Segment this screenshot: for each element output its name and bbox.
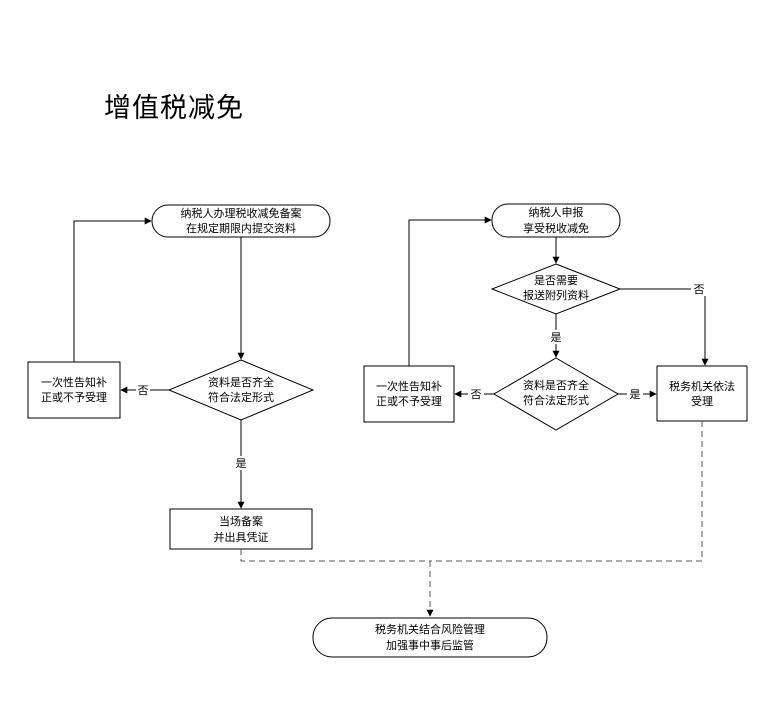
- right-attach-yes-label: 是: [551, 331, 562, 344]
- left-no-label: 否: [138, 384, 149, 397]
- right-attach-decision-node: 是否需要 报送附列资料: [490, 263, 622, 315]
- left-edge-reject-to-start: [73, 217, 152, 362]
- left-decision-text-2: 符合法定形式: [208, 390, 274, 404]
- left-reject-node: 一次性告知补 正或不予受理: [27, 361, 121, 419]
- right-decision-node: 资料是否齐全 符合法定形式: [493, 357, 619, 431]
- end-text-1: 税务机关结合风险管理: [375, 622, 485, 636]
- left-yes-label: 是: [236, 457, 247, 470]
- left-reject-text-2: 正或不予受理: [41, 391, 107, 404]
- right-attach-text-2: 报送附列资料: [523, 288, 589, 302]
- right-no-label: 否: [471, 388, 482, 401]
- page-title: 增值税减免: [104, 93, 244, 124]
- right-reject-text-1: 一次性告知补: [376, 379, 442, 393]
- left-start-text-1: 纳税人办理税收减免备案: [181, 206, 302, 220]
- end-node: 税务机关结合风险管理 加强事中事后监管: [312, 617, 548, 658]
- right-accept-text-1: 税务机关依法: [669, 379, 735, 393]
- right-attach-text-1: 是否需要: [534, 274, 578, 287]
- left-reject-text-1: 一次性告知补: [41, 375, 107, 389]
- left-record-node: 当场备案 并出具凭证: [169, 508, 313, 550]
- left-record-text-1: 当场备案: [219, 514, 263, 528]
- left-decision-node: 资料是否齐全 符合法定形式: [167, 359, 315, 421]
- left-decision-text-1: 资料是否齐全: [208, 375, 274, 389]
- right-start-text-2: 享受税收减免: [523, 221, 589, 235]
- right-yes-label: 是: [630, 388, 641, 401]
- end-text-2: 加强事中事后监管: [386, 638, 474, 652]
- right-start-text-1: 纳税人申报: [529, 205, 584, 219]
- right-reject-node: 一次性告知补 正或不予受理: [363, 365, 455, 423]
- right-start-node: 纳税人申报 享受税收减免: [491, 203, 621, 238]
- right-accept-text-2: 受理: [691, 395, 713, 408]
- merge-edge-from-left: [240, 549, 430, 562]
- right-edge-reject-to-start: [408, 216, 492, 366]
- right-reject-text-2: 正或不予受理: [376, 395, 442, 408]
- right-edge-attach-to-accept: [620, 288, 709, 366]
- right-decision-text-2: 符合法定形式: [523, 393, 589, 407]
- right-accept-node: 税务机关依法 受理: [656, 365, 748, 422]
- left-record-text-2: 并出具凭证: [214, 530, 269, 544]
- right-decision-text-1: 资料是否齐全: [523, 378, 589, 392]
- left-start-node: 纳税人办理税收减免备案 在规定期限内提交资料: [151, 204, 331, 238]
- left-start-text-2: 在规定期限内提交资料: [186, 221, 296, 235]
- merge-edge-from-right: [430, 421, 703, 562]
- right-attach-no-label: 否: [694, 283, 705, 296]
